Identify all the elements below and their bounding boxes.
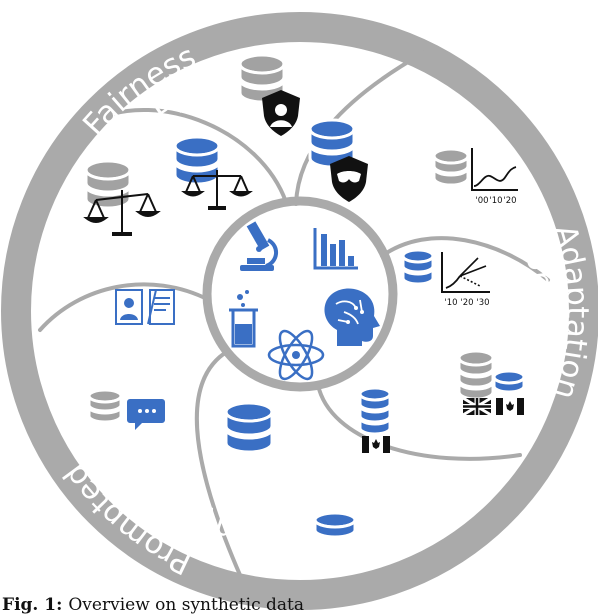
segment-fairness — [83, 135, 253, 325]
tick-label: '20 — [503, 196, 516, 206]
database-icon — [238, 53, 286, 104]
divider-fairness-privacy — [93, 108, 288, 204]
database-icon — [401, 248, 435, 286]
document-portrait-icon — [115, 289, 175, 325]
database-icon — [313, 511, 357, 539]
divider-prompted-fairness — [38, 282, 211, 332]
outer-ring — [1, 12, 598, 610]
database-icon — [87, 388, 123, 424]
shield-icon — [262, 90, 300, 136]
database-icon — [224, 401, 274, 454]
microscope-icon — [240, 221, 278, 271]
atom-icon — [267, 329, 325, 381]
label-prompted: Prompted — [57, 457, 197, 582]
line-chart-icon: '00 '10 '20 — [471, 148, 518, 206]
balance-scale-icon — [181, 170, 253, 210]
tick-label: '10 — [444, 298, 457, 308]
svg-text:Adaptation: Adaptation — [546, 221, 595, 403]
figure-caption: Fig. 1:Overview on synthetic data — [2, 594, 596, 616]
segment-dividers — [38, 50, 550, 577]
tick-label: '20 — [460, 298, 473, 308]
balance-scale-icon — [83, 190, 161, 236]
canada-flag-icon — [362, 436, 390, 453]
divider-augmentation-prompted — [194, 349, 242, 577]
database-icon — [457, 349, 495, 401]
label-adaptation: Adaptation — [546, 221, 595, 403]
svg-text:Augmentation: Augmentation — [190, 498, 410, 555]
tick-label: '00 — [475, 196, 488, 206]
figure-label: Fig. 1: — [2, 595, 63, 615]
speech-bubble-icon — [127, 399, 165, 430]
segment-adaptation — [358, 349, 526, 453]
label-augmentation: Augmentation — [190, 498, 410, 555]
database-icon — [432, 147, 470, 187]
svg-text:Prompted: Prompted — [57, 457, 197, 582]
segment-augmentation — [224, 401, 357, 539]
divider-simulation-adaptation — [380, 236, 550, 282]
segment-prompted — [87, 388, 165, 430]
tick-label: '30 — [476, 298, 489, 308]
caption-text: Overview on synthetic data — [68, 595, 305, 615]
database-icon — [358, 386, 392, 436]
database-icon — [492, 369, 526, 394]
canada-flag-icon — [496, 398, 524, 415]
center-icons — [229, 221, 380, 381]
database-icon — [84, 159, 132, 210]
brain-head-icon — [324, 288, 380, 346]
forecast-chart-icon: '10 '20 '30 — [441, 252, 490, 308]
uk-flag-icon — [462, 396, 492, 417]
bar-chart-icon — [313, 228, 358, 270]
masked-shield-icon — [330, 156, 368, 202]
tick-label: '10 — [489, 196, 502, 206]
segment-simulation: '00 '10 '20 '10 '20 '30 — [401, 147, 518, 308]
beaker-icon — [229, 290, 258, 348]
segment-privacy — [238, 53, 368, 202]
